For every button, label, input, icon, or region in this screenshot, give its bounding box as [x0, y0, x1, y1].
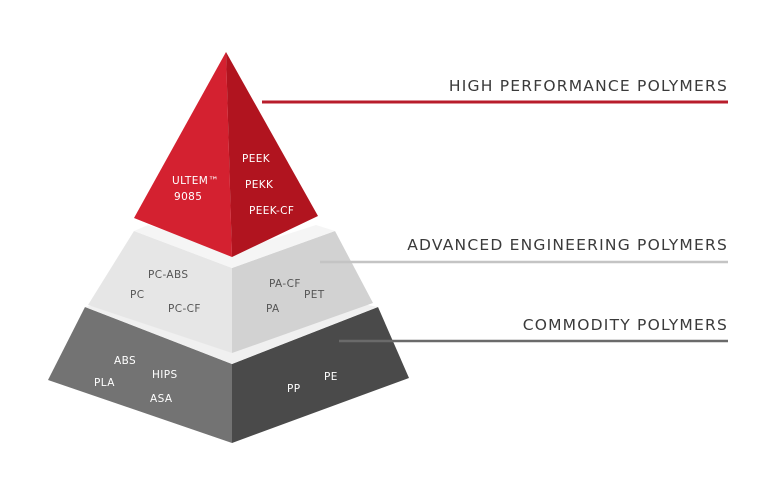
material-hips: HIPS: [152, 369, 178, 381]
commodity-label: COMMODITY POLYMERS: [523, 316, 728, 334]
material-asa: ASA: [150, 393, 173, 405]
material-pet: PET: [304, 289, 325, 301]
tier-advanced: ADVANCED ENGINEERING POLYMERS PC-ABS PC …: [88, 225, 728, 353]
high-left-face: [134, 52, 232, 257]
material-pa-cf: PA-CF: [269, 278, 301, 290]
material-pe: PE: [324, 371, 338, 383]
material-pekk: PEKK: [245, 179, 274, 191]
material-abs: ABS: [114, 355, 136, 367]
material-pc-cf: PC-CF: [168, 303, 201, 315]
high-right-face: [226, 52, 318, 257]
material-pc: PC: [130, 289, 144, 301]
tier-high: HIGH PERFORMANCE POLYMERS ULTEM™ 9085 PE…: [134, 52, 728, 257]
advanced-top-band: [134, 225, 335, 268]
material-pc-abs: PC-ABS: [148, 269, 189, 281]
advanced-left-face: [88, 231, 232, 353]
material-pa: PA: [266, 303, 280, 315]
material-ultem: ULTEM™: [172, 175, 219, 187]
high-label: HIGH PERFORMANCE POLYMERS: [449, 77, 728, 95]
material-peek-cf: PEEK-CF: [249, 205, 294, 217]
material-pp: PP: [287, 383, 300, 395]
advanced-label: ADVANCED ENGINEERING POLYMERS: [407, 236, 728, 254]
material-peek: PEEK: [242, 153, 271, 165]
material-ultem-9085: 9085: [174, 191, 202, 203]
commodity-left-face: [48, 307, 232, 443]
material-pla: PLA: [94, 377, 115, 389]
